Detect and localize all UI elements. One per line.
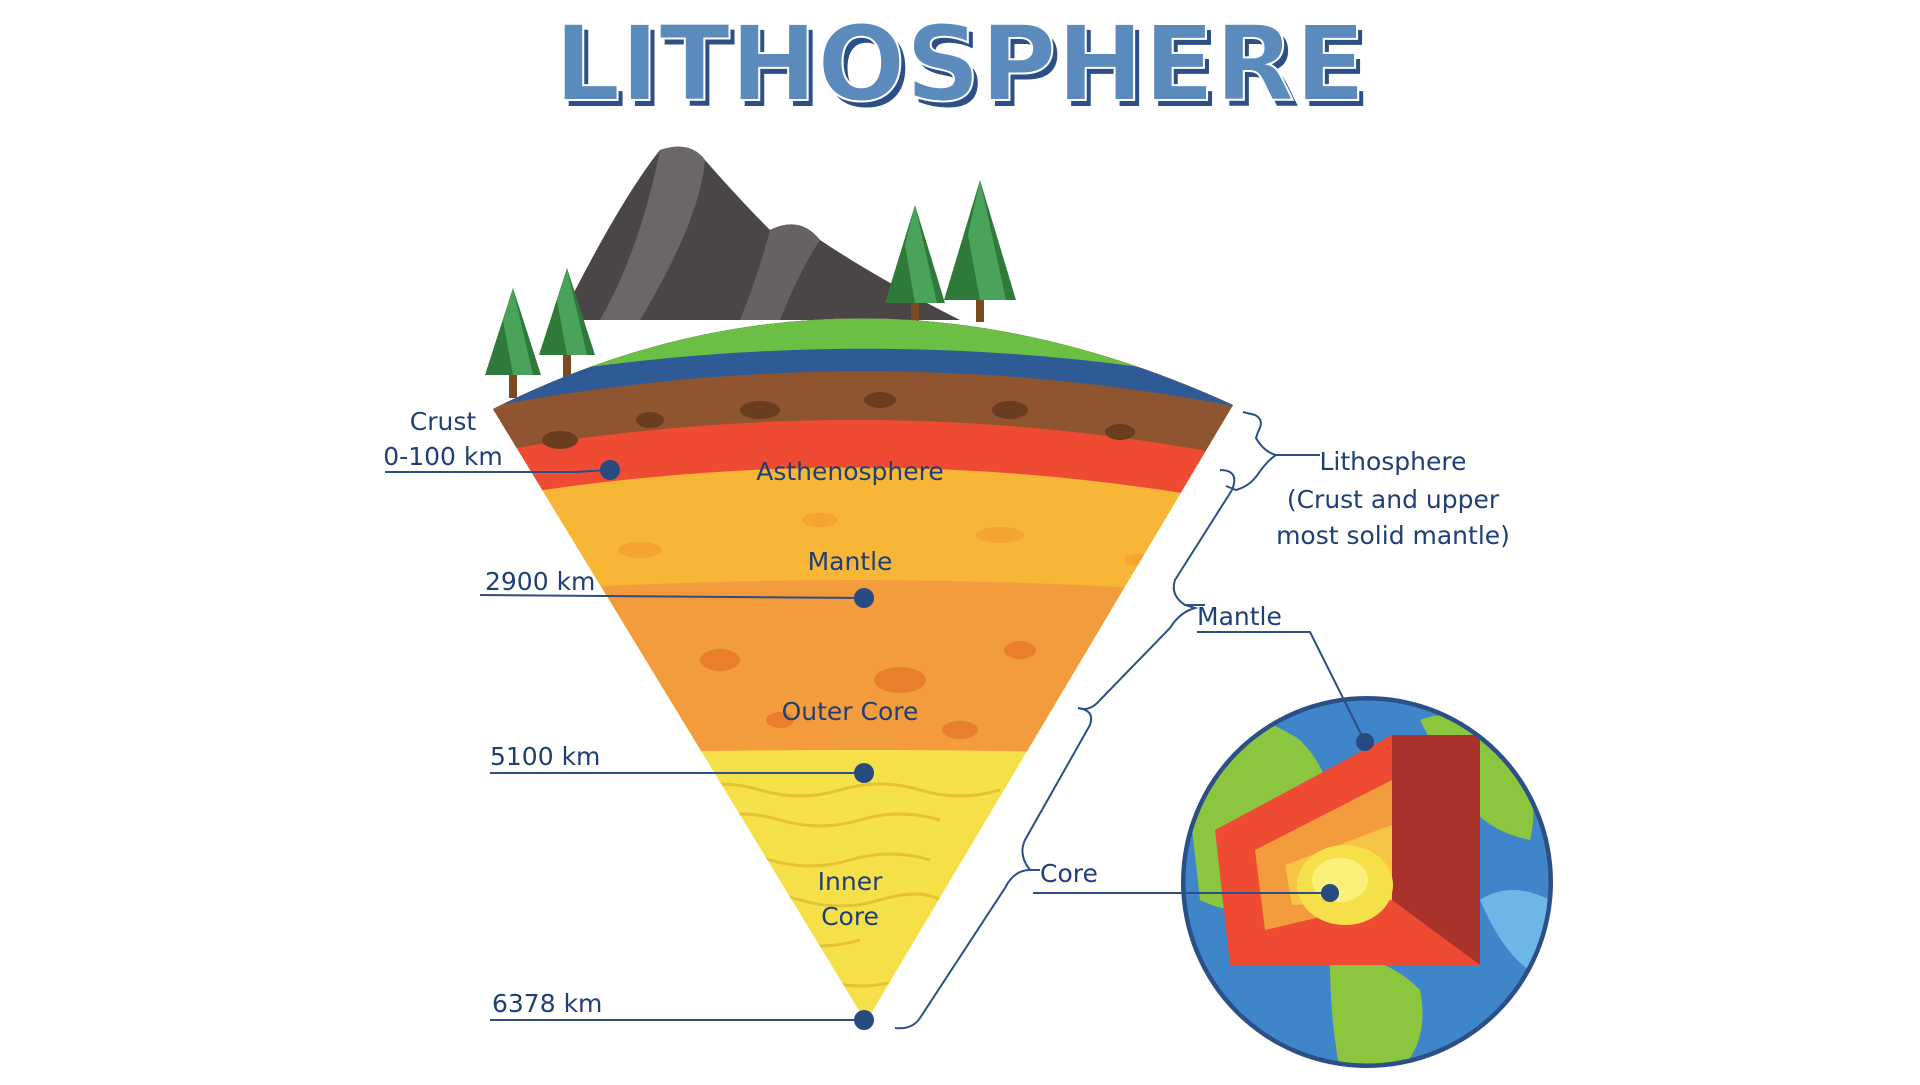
lithosphere-label-line2: (Crust and upper xyxy=(1287,485,1500,514)
earth-globe-icon xyxy=(1181,696,1553,1068)
pine-tree-icon xyxy=(485,180,1016,398)
mountain-icon xyxy=(560,146,960,320)
globe-leaders xyxy=(1033,631,1366,894)
depth-6378-label: 6378 km xyxy=(492,989,602,1018)
depth-dots xyxy=(600,460,874,1030)
asthenosphere-label: Asthenosphere xyxy=(756,457,944,486)
crust-rocks xyxy=(542,392,1135,449)
crust-dot xyxy=(600,460,620,480)
globe-mantle-leader xyxy=(1197,631,1366,743)
depth-leaders xyxy=(385,469,865,1021)
lithosphere-label-line1: Lithosphere xyxy=(1319,447,1466,476)
crust-depth-label: 0-100 km xyxy=(383,442,502,471)
dot-6378 xyxy=(854,1010,874,1030)
lithosphere-label-line3: most solid mantle) xyxy=(1276,521,1510,550)
ocean-crust-layer xyxy=(493,318,1233,425)
dot-5100 xyxy=(854,763,874,783)
title-text: LITHOSPHERE xyxy=(554,3,1366,125)
mantle-label: Mantle xyxy=(808,547,893,576)
crust-label: Crust xyxy=(410,407,477,436)
page-title: LITHOSPHERE LITHOSPHERE xyxy=(553,2,1371,131)
globe-core-dot xyxy=(1321,884,1339,902)
globe-mantle-dot xyxy=(1356,733,1374,751)
crust-leader-line xyxy=(385,469,611,473)
leader-2900 xyxy=(479,594,865,599)
inner-core-label-line1: Inner xyxy=(818,867,883,896)
depth-5100-label: 5100 km xyxy=(490,742,600,771)
core-bracket-label: Core xyxy=(1040,859,1098,888)
dot-2900 xyxy=(854,588,874,608)
earth-wedge xyxy=(493,318,1233,1022)
brackets xyxy=(894,411,1320,1030)
mantle-bracket-label: Mantle xyxy=(1197,602,1282,631)
outer-core-rocks xyxy=(700,641,1036,739)
lithosphere-bracket xyxy=(1225,411,1279,492)
mantle-bracket xyxy=(1077,469,1236,710)
inner-core-label-line2: Core xyxy=(821,902,879,931)
depth-2900-label: 2900 km xyxy=(485,567,595,596)
outer-core-label: Outer Core xyxy=(782,697,919,726)
title-shadow: LITHOSPHERE xyxy=(559,9,1371,131)
